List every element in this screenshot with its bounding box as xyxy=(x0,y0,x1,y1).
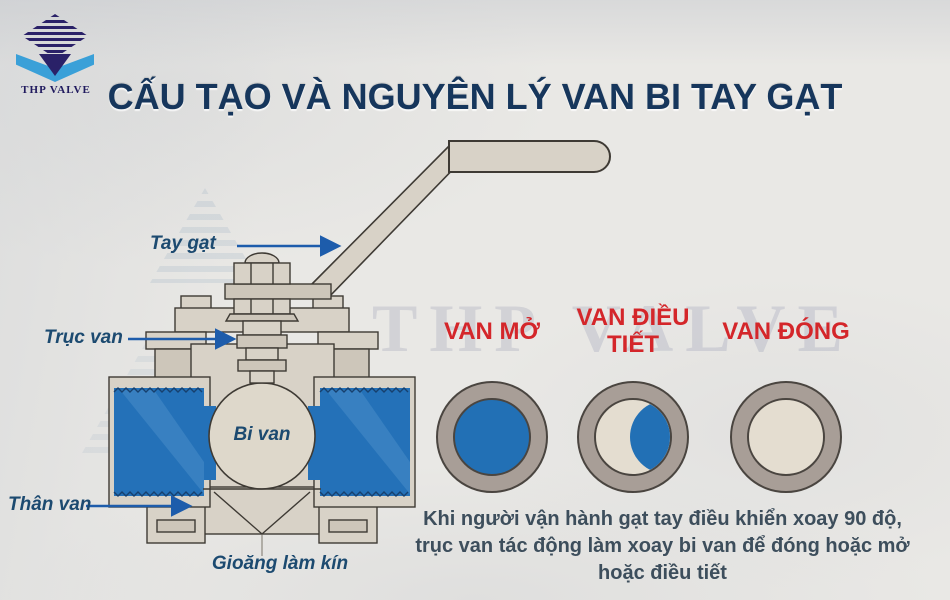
page-title: CẤU TẠO VÀ NGUYÊN LÝ VAN BI TAY GẠT xyxy=(107,76,843,117)
state-label-regulating: VAN ĐIỀU TIẾT xyxy=(576,304,690,358)
label-stem: Trục van xyxy=(44,327,123,348)
principle-description: Khi người vận hành gạt tay điều khiển xo… xyxy=(405,506,920,587)
description-line: hoặc điều tiết xyxy=(598,562,727,584)
description-line: Khi người vận hành gạt tay điều khiển xo… xyxy=(423,508,902,530)
description-line: trục van tác động làm xoay bi van để đón… xyxy=(415,535,910,557)
seat-seal-lines xyxy=(203,488,321,535)
valve-regulating-diagram xyxy=(577,381,689,493)
label-ball: Bi van xyxy=(233,424,291,445)
stem-group xyxy=(224,252,332,384)
regulating-crescent xyxy=(630,400,670,474)
valve-open-diagram xyxy=(436,381,548,493)
left-port xyxy=(108,376,216,508)
logo-text: THP VALVE xyxy=(21,84,91,96)
valve-state-open: VAN MỞ xyxy=(410,300,574,493)
label-arrows xyxy=(86,235,342,517)
open-bore xyxy=(453,398,531,476)
handle-group xyxy=(308,140,611,302)
right-port xyxy=(308,376,416,508)
valve-state-regulating: VAN ĐIỀU TIẾT xyxy=(551,300,715,493)
label-body: Thân van xyxy=(8,494,92,515)
valve-state-closed: VAN ĐÓNG xyxy=(704,300,868,493)
closed-bore xyxy=(747,398,825,476)
state-label-closed: VAN ĐÓNG xyxy=(722,317,850,345)
valve-closed-diagram xyxy=(730,381,842,493)
regulating-bore xyxy=(594,398,672,476)
thp-valve-logo: THP VALVE xyxy=(14,8,124,104)
label-seal: Gioăng làm kín xyxy=(211,553,349,574)
label-handle: Tay gạt xyxy=(150,233,216,254)
state-label-open: VAN MỞ xyxy=(443,317,541,345)
background-watermark-text: THP VALVE xyxy=(372,290,855,366)
